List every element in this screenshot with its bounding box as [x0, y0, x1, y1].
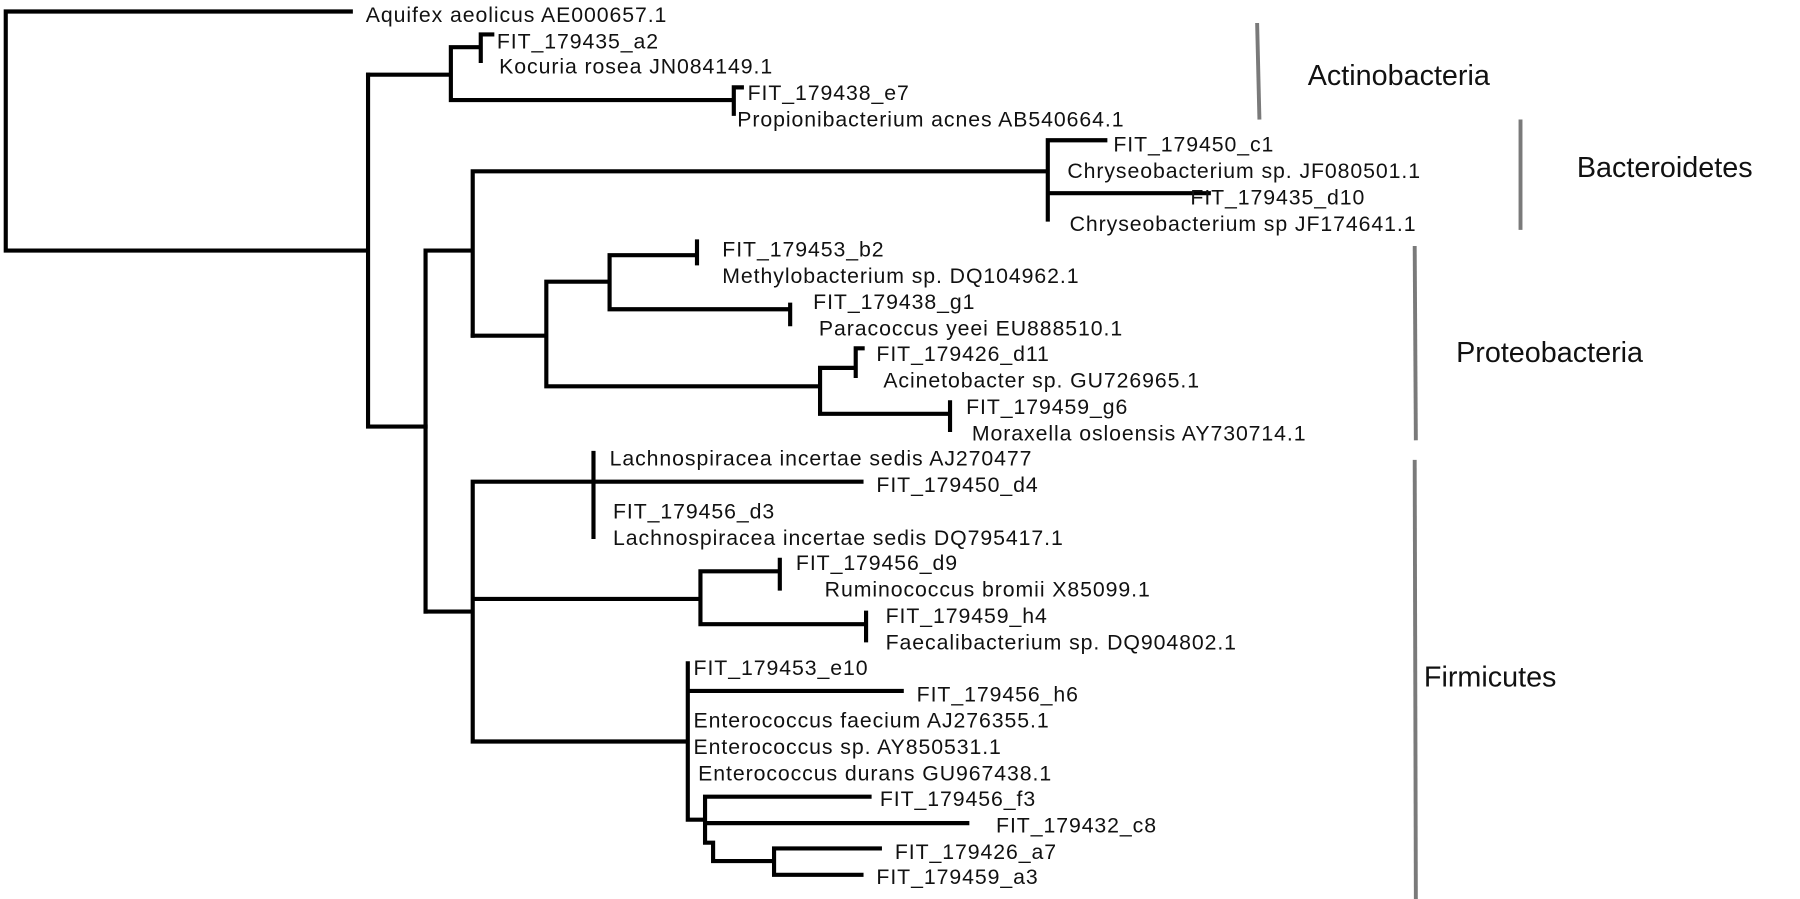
firmicutes-bracket: [1412, 459, 1418, 899]
leaf-label: FIT_179456_f3: [880, 787, 1036, 811]
actinobacteria-bracket: [1255, 22, 1262, 120]
leaf-label: FIT_179450_c1: [1113, 133, 1274, 157]
proteobacteria-branches: [470, 239, 953, 433]
leaf-label: Chryseobacterium sp. JF080501.1: [1067, 159, 1421, 183]
leaf-label: FIT_179432_c8: [996, 813, 1157, 837]
clade-annotations: Actinobacteria Bacteroidetes Proteobacte…: [1255, 22, 1753, 899]
bacteroidetes-label: Bacteroidetes: [1577, 152, 1753, 184]
leaf-label: FIT_179453_b2: [722, 237, 884, 261]
leaf-label: FIT_179435_d10: [1190, 186, 1365, 210]
tree-branches: [3, 9, 1211, 877]
leaf-label: Faecalibacterium sp. DQ904802.1: [886, 631, 1237, 655]
leaf-label: Chryseobacterium sp JF174641.1: [1070, 212, 1417, 236]
leaf-label: FIT_179450_d4: [876, 473, 1038, 497]
firmicutes-label: Firmicutes: [1424, 661, 1557, 693]
leaf-label: FIT_179426_a7: [895, 840, 1057, 864]
proteobacteria-bracket: [1412, 246, 1418, 441]
leaf-label: FIT_179438_g1: [813, 290, 975, 314]
leaf-label: Methylobacterium sp. DQ104962.1: [722, 264, 1079, 288]
leaf-label: Acinetobacter sp. GU726965.1: [883, 368, 1200, 392]
leaf-label: FIT_179426_d11: [876, 342, 1049, 366]
leaf-label: FIT_179453_e10: [694, 656, 869, 680]
actinobacteria-label: Actinobacteria: [1308, 60, 1490, 92]
firmicutes-branches: [423, 450, 970, 877]
leaf-label: FIT_179459_g6: [966, 395, 1128, 419]
root-branches: [3, 9, 428, 429]
leaf-label: FIT_179456_h6: [917, 682, 1079, 706]
leaf-label: FIT_179459_h4: [886, 604, 1048, 628]
leaf-label: FIT_179456_d9: [796, 551, 958, 575]
leaf-label: FIT_179459_a3: [876, 865, 1038, 889]
leaf-label: Lachnospiracea incertae sedis AJ270477: [610, 447, 1033, 471]
leaf-label: Enterococcus durans GU967438.1: [698, 762, 1052, 786]
actinobacteria-branches: [365, 32, 744, 116]
leaf-label: Ruminococcus bromii X85099.1: [825, 578, 1151, 602]
bacteroidetes-branches: [423, 138, 1211, 614]
leaf-label: Lachnospiracea incertae sedis DQ795417.1: [613, 526, 1064, 550]
leaf-label: FIT_179435_a2: [497, 29, 659, 53]
leaf-label: Aquifex aeolicus AE000657.1: [366, 3, 668, 27]
leaf-label: Enterococcus faecium AJ276355.1: [694, 709, 1050, 733]
leaf-label: FIT_179456_d3: [613, 499, 775, 523]
leaf-labels: Aquifex aeolicus AE000657.1 FIT_179435_a…: [366, 3, 1421, 889]
leaf-label: Moraxella osloensis AY730714.1: [972, 421, 1307, 445]
leaf-label: Propionibacterium acnes AB540664.1: [737, 107, 1124, 131]
leaf-label: Kocuria rosea JN084149.1: [499, 55, 773, 79]
leaf-label: Paracoccus yeei EU888510.1: [819, 317, 1123, 341]
leaf-label: Enterococcus sp. AY850531.1: [694, 735, 1002, 759]
proteobacteria-label: Proteobacteria: [1456, 337, 1643, 369]
leaf-label: FIT_179438_e7: [748, 81, 910, 105]
